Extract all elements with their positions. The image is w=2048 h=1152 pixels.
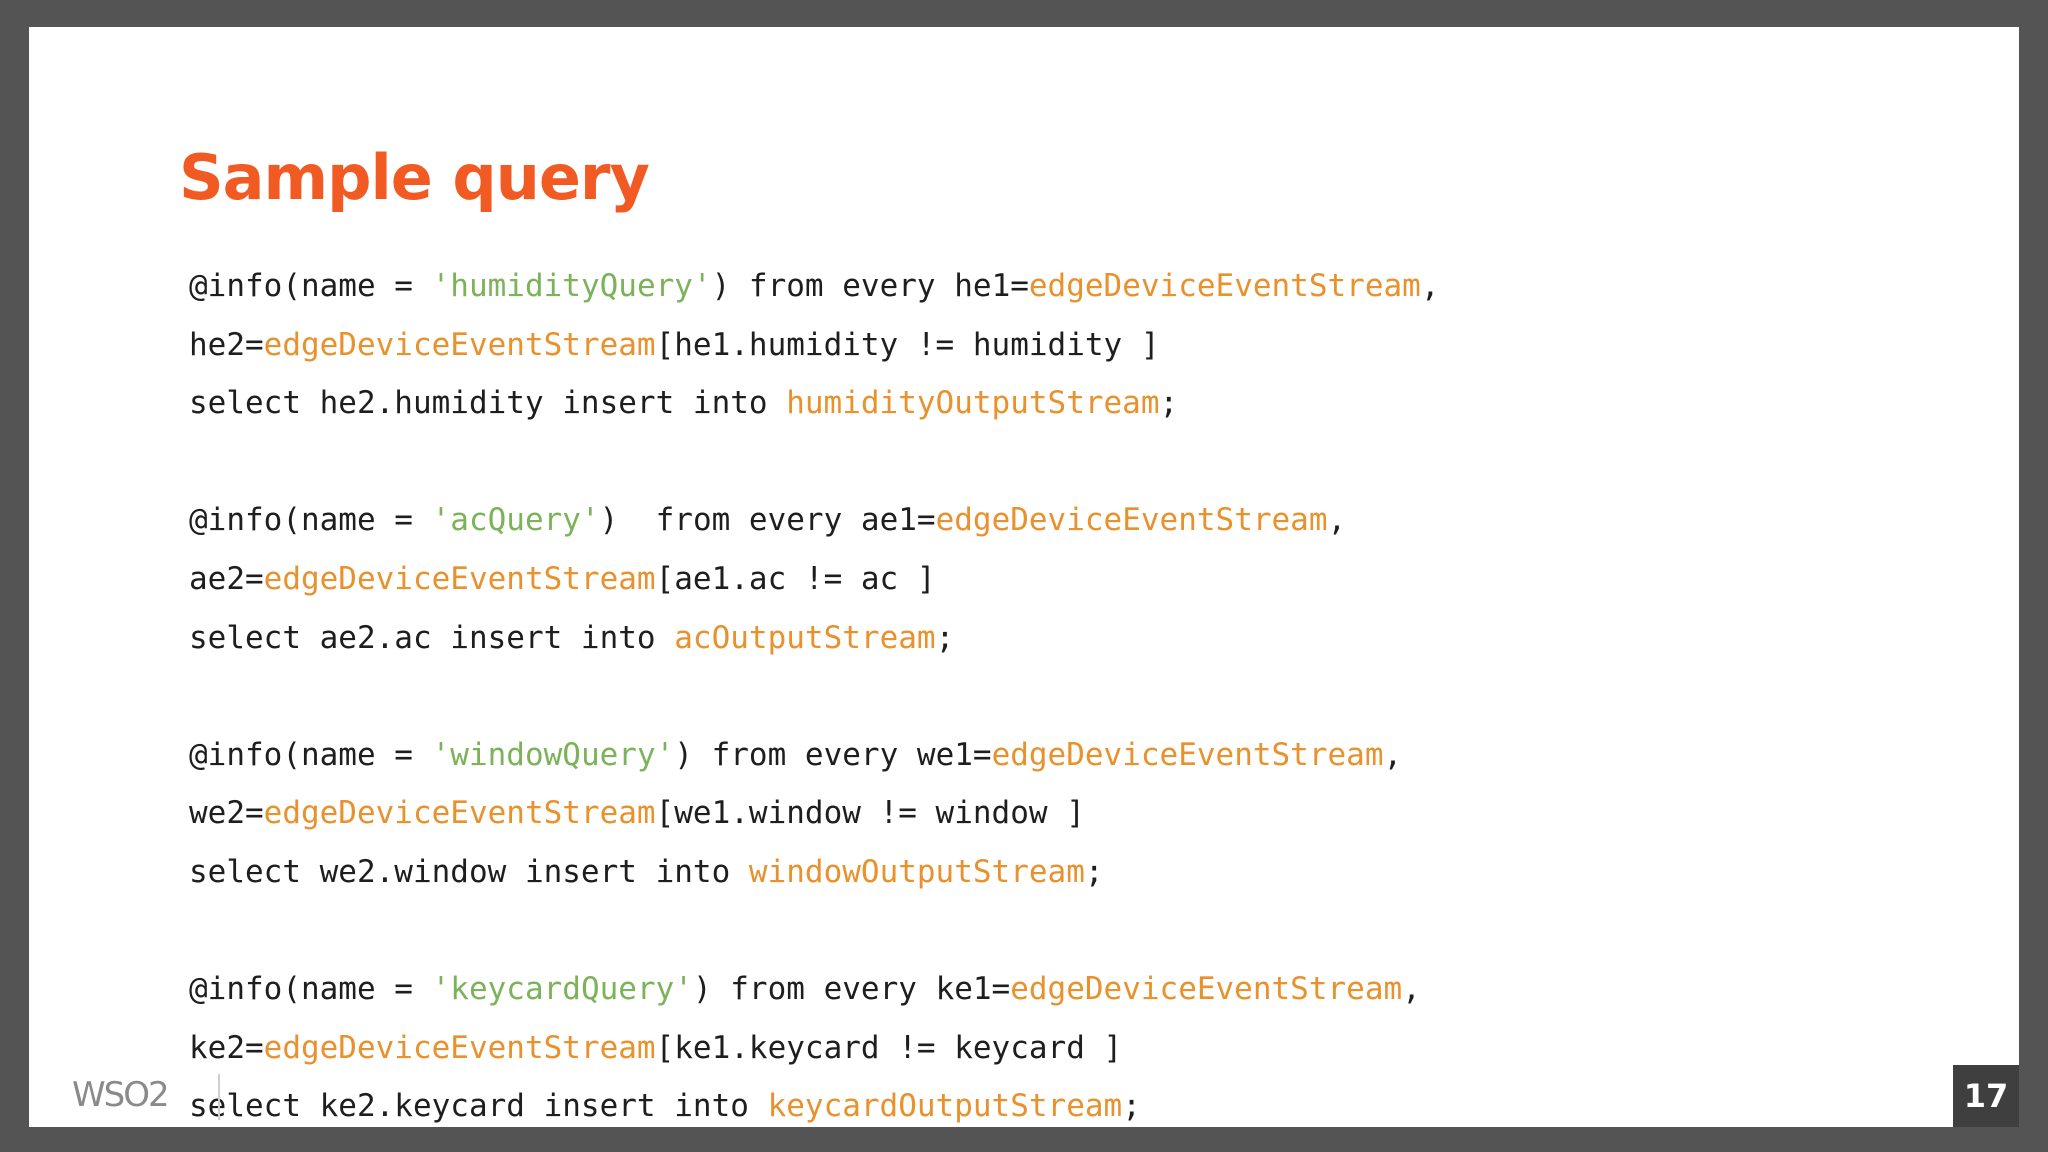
- string-literal: 'windowQuery': [431, 736, 675, 773]
- stream-name: edgeDeviceEventStream: [263, 795, 656, 832]
- code-text: we2=: [189, 795, 264, 832]
- code-line: @info(name = 'keycardQuery') from every …: [189, 960, 1440, 1019]
- blank-code-line: [189, 667, 1440, 726]
- code-text: ) from every ke1=: [692, 971, 1011, 1008]
- stream-name: keycardOutputStream: [767, 1088, 1123, 1125]
- code-line: @info(name = 'acQuery') from every ae1=e…: [189, 491, 1440, 550]
- code-text: ae2=: [189, 560, 264, 597]
- code-text: [ke1.keycard != keycard ]: [655, 1029, 1123, 1066]
- code-text: select he2.humidity insert into: [189, 385, 787, 422]
- code-line: @info(name = 'humidityQuery') from every…: [189, 257, 1440, 316]
- code-text: [ae1.ac != ac ]: [655, 560, 936, 597]
- code-line: ae2=edgeDeviceEventStream[ae1.ac != ac ]: [189, 550, 1440, 609]
- code-text: ) from every we1=: [674, 736, 992, 773]
- logo-text: WSO2: [72, 1075, 168, 1115]
- stream-name: edgeDeviceEventStream: [263, 1029, 656, 1066]
- code-line: he2=edgeDeviceEventStream[he1.humidity !…: [189, 316, 1440, 375]
- stream-name: edgeDeviceEventStream: [1010, 971, 1403, 1008]
- slide-title: Sample query: [179, 141, 650, 214]
- code-text: ;: [1084, 853, 1104, 890]
- stream-name: windowOutputStream: [748, 853, 1085, 890]
- page-number: 17: [1953, 1065, 2019, 1127]
- string-literal: 'acQuery': [431, 502, 600, 539]
- code-text: ) from every ae1=: [599, 502, 936, 539]
- wso2-logo-icon: WSO2: [72, 1075, 170, 1115]
- code-text: ;: [1122, 1088, 1141, 1125]
- code-text: @info(name =: [189, 268, 432, 304]
- stream-name: edgeDeviceEventStream: [1028, 268, 1421, 304]
- stream-name: edgeDeviceEventStream: [935, 502, 1328, 539]
- stream-name: acOutputStream: [674, 619, 936, 656]
- stream-name: edgeDeviceEventStream: [263, 560, 656, 597]
- code-line: we2=edgeDeviceEventStream[we1.window != …: [189, 784, 1440, 843]
- code-line: select ke2.keycard insert into keycardOu…: [189, 1077, 1440, 1136]
- code-block: @info(name = 'humidityQuery') from every…: [189, 257, 1440, 1136]
- stream-name: humidityOutputStream: [786, 385, 1160, 422]
- code-text: [we1.window != window ]: [655, 795, 1085, 832]
- code-line: select ae2.ac insert into acOutputStream…: [189, 609, 1440, 668]
- code-text: @info(name =: [189, 502, 432, 539]
- string-literal: 'humidityQuery': [431, 268, 712, 304]
- text-cursor: [218, 1074, 220, 1120]
- code-text: ) from every he1=: [711, 268, 1029, 304]
- code-text: ke2=: [189, 1029, 264, 1066]
- code-text: select ke2.keycard insert into: [189, 1088, 768, 1125]
- stream-name: edgeDeviceEventStream: [263, 326, 656, 363]
- code-text: ;: [935, 619, 955, 656]
- code-line: select we2.window insert into windowOutp…: [189, 843, 1440, 902]
- stream-name: edgeDeviceEventStream: [991, 736, 1384, 773]
- slide-canvas: [29, 27, 2019, 1127]
- code-text: ,: [1327, 502, 1347, 539]
- blank-code-line: [189, 433, 1440, 492]
- code-text: ,: [1420, 268, 1440, 304]
- code-text: select ae2.ac insert into: [189, 619, 675, 656]
- code-text: @info(name =: [189, 971, 432, 1008]
- code-text: ,: [1383, 736, 1403, 773]
- code-line: ke2=edgeDeviceEventStream[ke1.keycard !=…: [189, 1019, 1440, 1078]
- code-text: @info(name =: [189, 736, 432, 773]
- code-text: [he1.humidity != humidity ]: [655, 326, 1160, 363]
- blank-code-line: [189, 902, 1440, 961]
- code-text: select we2.window insert into: [189, 853, 749, 890]
- code-text: he2=: [189, 326, 264, 363]
- code-text: ;: [1159, 385, 1179, 422]
- string-literal: 'keycardQuery': [431, 971, 693, 1008]
- code-line: select he2.humidity insert into humidity…: [189, 374, 1440, 433]
- code-text: ,: [1402, 971, 1421, 1008]
- code-line: @info(name = 'windowQuery') from every w…: [189, 726, 1440, 785]
